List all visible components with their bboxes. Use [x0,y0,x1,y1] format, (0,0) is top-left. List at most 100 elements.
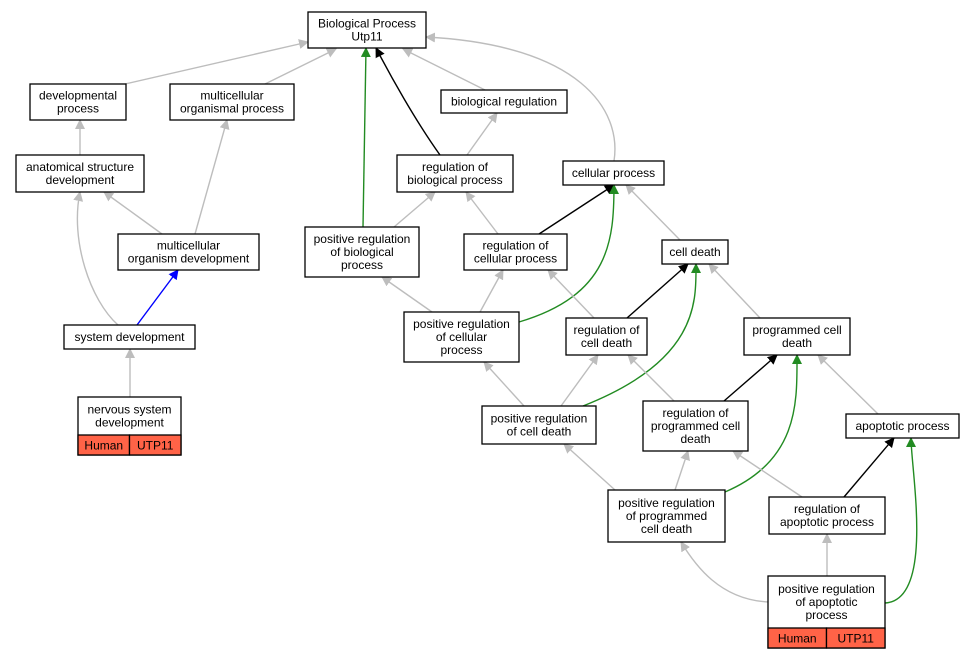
edge-rbp-to-breg [466,112,498,156]
term-label: system development [74,330,185,344]
term-box [63,324,196,350]
annotation-label: Human [778,632,817,646]
edge-prcd-to-cd [582,263,702,407]
term-label: process [341,258,383,272]
term-label: death [782,336,812,350]
term-label: organismal process [180,102,284,116]
edge-prcp-to-rcp [479,269,504,313]
annotation-cell [128,434,182,456]
term-box [396,154,514,193]
term-label: multicellular [200,89,263,103]
edge-prcp-to-prbp [381,276,433,313]
term-label: regulation of [482,239,549,253]
term-node-cd[interactable]: cell death [661,239,729,265]
term-node-breg[interactable]: biological regulation [440,89,568,114]
term-label: of biological [330,245,393,259]
edge-prpcd-to-rpcd [674,450,690,491]
term-box [463,233,568,271]
term-label: development [46,173,115,187]
term-box [743,317,851,356]
edge-rcd-to-cd [626,263,689,319]
term-label: process [805,608,847,622]
term-box [642,400,749,452]
edge-rpcd-to-pcd [723,354,778,402]
term-label: regulation of [794,502,861,516]
edge-rcd-to-rcp [547,269,595,319]
term-node-ap[interactable]: apoptotic process [845,413,960,439]
edge-mop-to-bp [264,48,337,85]
edge-prbp-to-rbp [393,191,436,228]
edge-rap-to-rpcd [732,450,803,498]
term-label: positive regulation [413,317,510,331]
edge-prcd-to-prcp [483,361,525,407]
term-label: cell death [669,245,720,259]
edge-pcd-to-cd [708,263,761,319]
edge-prpcd-to-pcd [724,354,803,493]
term-label: programmed cell [752,323,841,337]
term-box [845,413,960,439]
term-label: of programmed [626,509,707,523]
term-box [440,89,568,114]
edge-rbp-to-bp [375,47,441,156]
term-node-sd[interactable]: system development [63,324,196,350]
annotation-label: UTP11 [838,632,875,646]
term-box [29,83,127,121]
term-label: biological process [407,173,502,187]
term-box [117,233,260,271]
term-box [565,317,648,356]
edge-prbp-to-bp [360,47,371,228]
edge-prap-to-prpcd [680,541,770,603]
term-label: nervous system [87,403,171,417]
term-label: regulation of [422,160,489,174]
term-box [307,11,427,49]
edge-prcp-to-cp [518,184,619,323]
edge-mod-to-asd [103,191,163,235]
term-label: programmed cell [651,419,740,433]
edge-cp-to-bp [425,32,616,162]
edge-ap-to-pcd [817,354,879,415]
term-box [661,239,729,265]
term-label: biological regulation [451,95,557,109]
annotation-cell [825,627,886,649]
term-label: development [95,416,164,430]
term-label: cell death [641,522,692,536]
term-label: regulation of [662,406,729,420]
term-label: anatomical structure [26,160,134,174]
term-node-cp[interactable]: cellular process [562,160,665,186]
term-box [607,489,726,543]
edge-rpcd-to-rcd [627,354,675,402]
term-label: process [440,343,482,357]
edge-prcd-to-rcd [560,354,599,407]
annotation-label: UTP11 [137,439,174,453]
term-label: cell death [581,336,632,350]
term-box [169,83,295,121]
term-label: cellular process [572,166,655,180]
term-box [768,496,886,535]
edge-breg-to-bp [402,48,486,91]
edge-sd-to-mod [136,269,179,326]
term-box [15,154,145,193]
edge-dev-to-bp [124,39,309,85]
term-label: Biological Process [318,17,416,31]
annotation-label: Human [84,439,123,453]
term-label: process [57,102,99,116]
term-label: apoptotic process [780,515,874,529]
